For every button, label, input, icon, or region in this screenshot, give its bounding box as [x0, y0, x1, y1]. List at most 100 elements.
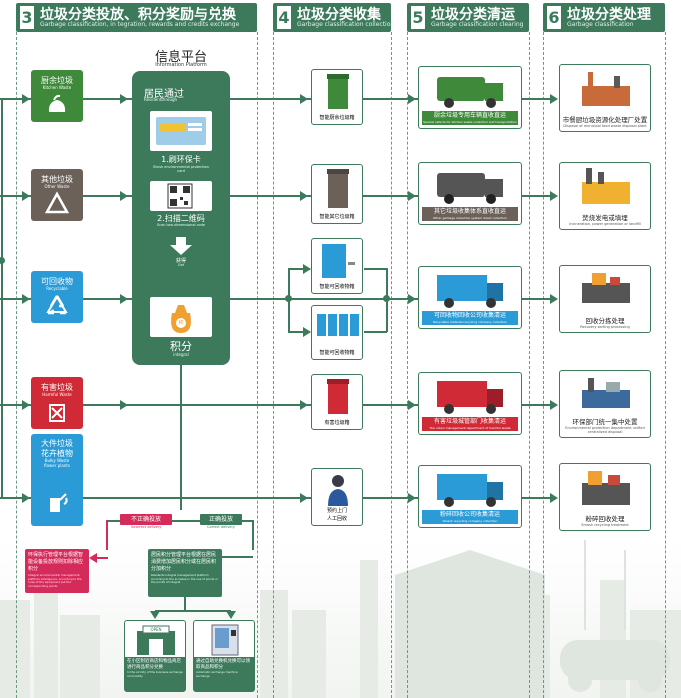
category-name-en: Recyclable [46, 286, 68, 291]
arrow-right [120, 294, 128, 304]
arrow-right [120, 191, 128, 201]
correct-delivery-tag: 正确投放 [200, 514, 242, 525]
other-waste-icon [44, 191, 70, 214]
recyclable-branch-top [288, 268, 310, 270]
bin-label-2: 人工回收 [326, 516, 347, 522]
delivery-split-line [106, 520, 254, 522]
resident-subtitle: Residentthrough [144, 97, 178, 102]
bulky-truck-icon [437, 474, 503, 507]
column-divider [543, 32, 544, 698]
category-name: 可回收物 [41, 277, 73, 286]
arrow-right [22, 294, 30, 304]
header-subtitle: Garbage classification, in tegration, re… [40, 21, 240, 28]
category-name-en: Harmful Waste [42, 392, 72, 397]
vending-machine-icon [211, 624, 239, 656]
correct-delivery-en: Correct delivery [207, 525, 235, 529]
exchange-machine-text: 通过自助兑换机兑换可以领取商品和积分 [196, 659, 250, 670]
header-title: 垃圾分类清运 [431, 7, 515, 23]
exchange-machine-label: 通过自助兑换机兑换可以领取商品和积分 Automatic exchange ma… [194, 657, 254, 691]
arrow-right [408, 191, 416, 201]
category-kitchen-waste: 厨余垃圾 Kitchen Waste [31, 70, 83, 122]
header-step-6: 6 垃圾分类处理 Garbage classification [543, 3, 665, 32]
bin-other: 智能其它垃圾箱 [311, 164, 363, 224]
truck-label-en: Other garbage collection system direct c… [433, 216, 507, 220]
category-name-2: 花卉植物 [41, 449, 73, 458]
step2-label: 2.扫描二维码 [157, 214, 205, 223]
qr-code-icon [167, 183, 193, 209]
incorrect-line [106, 520, 108, 550]
category-name: 有害垃圾 [41, 383, 73, 392]
exchange-shop-text: 在小区附近商店和物品商店进行商品积分兑换 [127, 659, 181, 670]
header-number: 3 [20, 6, 34, 29]
exchange-split-line [155, 610, 231, 612]
sorting-plant-icon [582, 273, 630, 303]
qr-code-image [150, 181, 212, 211]
bin-recyclable-1: 智能可回收物箱 [311, 238, 363, 294]
other-truck-icon [437, 173, 503, 204]
power-plant-icon [582, 168, 630, 204]
arrow-right [300, 400, 308, 410]
truck-label-en: Recyclable material recycling company co… [432, 320, 508, 324]
category-name-en: Other Waste [44, 184, 70, 189]
facility-label-en: Recovery sorting processing [580, 325, 630, 329]
recyclable-merge-top [364, 268, 387, 270]
flow-line-kitchen [0, 98, 552, 100]
header-step-3: 3 垃圾分类投放、积分奖励与兑换 Garbage classification,… [16, 3, 257, 32]
platform-title: 信息平台 [154, 50, 207, 65]
exchange-machine-text-en: Automatic exchange machine exchange [196, 670, 238, 678]
down-arrow-icon [170, 237, 192, 255]
harmful-truck-icon [437, 381, 503, 414]
step1-sub: Brush environmental protection card [153, 165, 209, 173]
eco-card-icon [156, 117, 206, 145]
junction-dot [0, 257, 5, 264]
category-other-waste: 其他垃圾 Other Waste [31, 169, 83, 221]
facility-label: 环保部门统一集中处置 [572, 418, 638, 426]
arrow-right [22, 400, 30, 410]
step2-sub: Scan two-dimensional code [156, 223, 206, 227]
header-number: 5 [411, 6, 425, 29]
arrow-right [22, 94, 30, 104]
column-divider [16, 32, 17, 698]
category-harmful-waste: 有害垃圾 Harmful Waste [31, 377, 83, 429]
category-recyclable: 可回收物 Recyclable [31, 271, 83, 323]
integral-label-en: integral [173, 352, 189, 357]
arrow-right [120, 400, 128, 410]
arrow-right [550, 94, 558, 104]
header-subtitle: Garbage classification [567, 21, 634, 28]
arrow-right [120, 94, 128, 104]
bin-label: 智能其它垃圾箱 [319, 214, 355, 220]
city-background [0, 540, 681, 698]
truck-label: 有害垃圾城管部门收集清运 [433, 418, 506, 425]
arrow-right [22, 191, 30, 201]
category-name-en: Kitchen Waste [42, 85, 72, 90]
bin-label: 智能可回收物箱 [319, 284, 355, 290]
arrow-right [303, 264, 311, 274]
correct-line [252, 520, 254, 550]
reward-text-en: Residents integral management platform a… [151, 573, 219, 584]
shop-icon [137, 625, 175, 655]
information-platform-panel: 居民通过 Residentthrough 1.刷环保卡 Brush enviro… [132, 71, 230, 365]
arrow-right [408, 94, 416, 104]
column-divider [665, 32, 666, 698]
column-divider [391, 32, 392, 698]
arrow-right [550, 191, 558, 201]
recyclable-bins-row-icon [317, 314, 359, 336]
eco-card-image [150, 111, 212, 151]
truck-label: 可回收物回收公司收集清运 [433, 312, 506, 319]
reward-connector [222, 556, 253, 558]
header-title: 垃圾分类处理 [567, 7, 651, 23]
recyclable-merge-bottom [364, 331, 387, 333]
column-divider [529, 32, 530, 698]
category-name: 其他垃圾 [41, 175, 73, 184]
